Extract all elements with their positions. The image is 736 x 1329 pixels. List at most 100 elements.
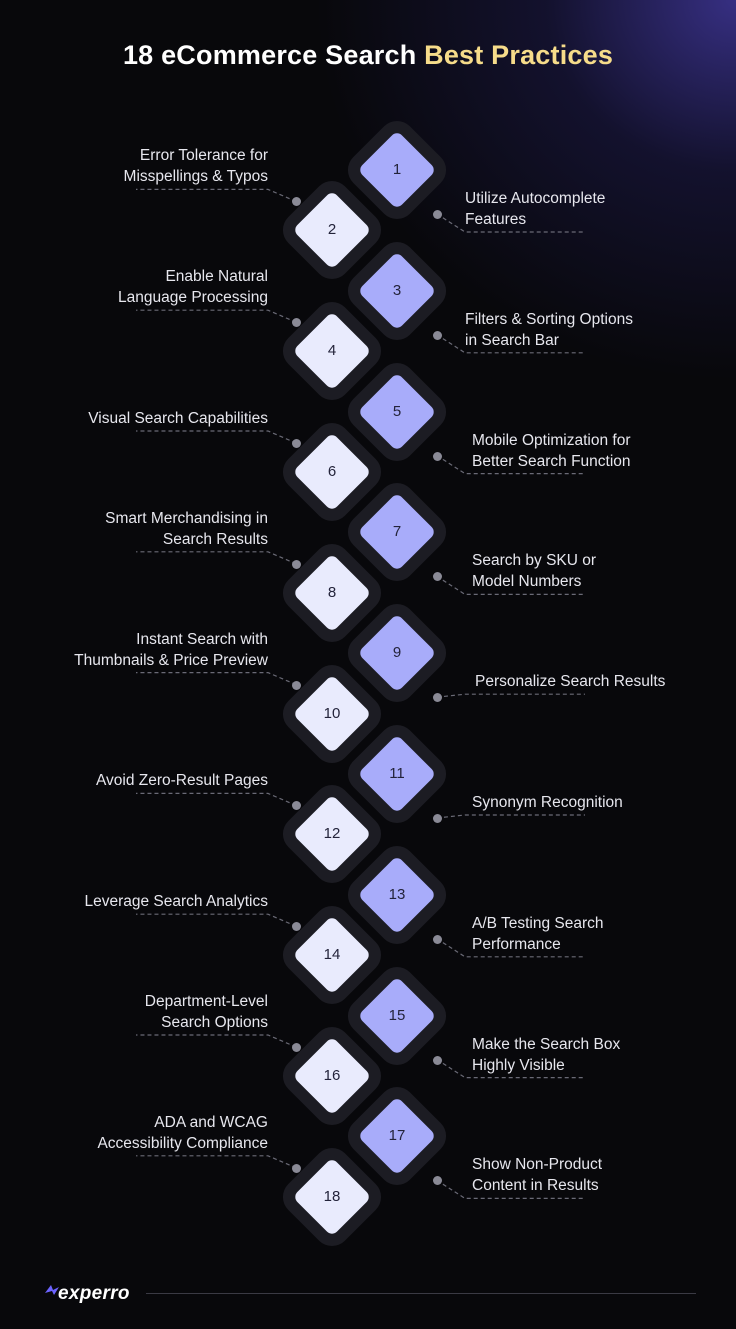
label-line: Features xyxy=(465,211,527,228)
label-line: ADA and WCAG xyxy=(154,1113,268,1131)
connector-dot xyxy=(292,1043,301,1052)
connector-dot xyxy=(433,1176,442,1186)
step-number: 12 xyxy=(323,825,341,843)
connector-dot xyxy=(292,318,301,328)
label-line: Filters & Sorting Options xyxy=(465,310,633,328)
step-number: 3 xyxy=(392,281,402,299)
step-number: 9 xyxy=(392,644,402,662)
connector-dot xyxy=(433,572,442,582)
label-line: Search Results xyxy=(162,530,268,548)
label-line: Better Search Function xyxy=(472,452,631,470)
footer-divider xyxy=(146,1293,696,1294)
title-prefix: 18 eCommerce Search xyxy=(122,40,425,70)
connector-dot xyxy=(433,693,442,703)
label-line: Make the Search Box xyxy=(472,1035,621,1053)
step-number: 10 xyxy=(323,704,341,722)
connector-dot xyxy=(433,814,442,823)
brand-name: experro xyxy=(58,1283,130,1304)
label-line: Enable Natural xyxy=(165,268,268,286)
label-line: Avoid Zero-Result Pages xyxy=(95,772,268,790)
step-number: 18 xyxy=(323,1187,341,1205)
connector-line xyxy=(136,1034,297,1048)
step-number: 17 xyxy=(388,1127,406,1145)
connector-dot xyxy=(433,451,442,461)
step-label-6: Visual Search Capabilities xyxy=(88,408,268,429)
connector-line xyxy=(436,1179,585,1200)
step-label-11: Synonym Recognition xyxy=(472,792,623,813)
step-number: 16 xyxy=(323,1067,341,1084)
label-line: A/B Testing Search xyxy=(472,914,604,932)
step-label-9: Personalize Search Results xyxy=(475,671,665,692)
step-number: 13 xyxy=(388,885,406,903)
connector-line xyxy=(436,693,585,698)
label-line: Highly Visible xyxy=(472,1056,565,1074)
step-number: 4 xyxy=(327,342,337,360)
step-label-3: Filters & Sorting Options in Search Bar xyxy=(465,309,633,351)
connector-dot xyxy=(292,439,301,448)
page-title: 18 eCommerce Search Best Practices xyxy=(0,40,736,71)
label-line: Language Processing xyxy=(118,289,268,307)
step-number: 14 xyxy=(323,946,341,964)
label-line: Synonym Recognition xyxy=(472,794,623,811)
connector-line xyxy=(436,1059,585,1079)
connector-line xyxy=(136,430,297,444)
connector-dot xyxy=(292,922,301,932)
connector-dot xyxy=(433,330,442,340)
label-line: Personalize Search Results xyxy=(475,673,666,691)
step-number: 5 xyxy=(392,402,402,420)
step-label-8: Smart Merchandising in Search Results xyxy=(105,508,268,550)
label-line: Smart Merchandising in xyxy=(105,509,268,527)
label-line: Thumbnails & Price Preview xyxy=(74,651,268,669)
step-number: 1 xyxy=(392,161,402,178)
connector-line xyxy=(136,671,297,686)
label-line: Search by SKU or xyxy=(472,552,597,570)
connector-line xyxy=(436,938,585,958)
label-line: Show Non-Product xyxy=(472,1156,603,1174)
connector-line xyxy=(136,913,297,927)
label-line: Error Tolerance for xyxy=(139,147,268,165)
label-line: Leverage Search Analytics xyxy=(84,893,268,911)
experro-logo-icon xyxy=(45,1285,59,1295)
connector-dot xyxy=(292,801,301,811)
connector-line xyxy=(436,814,585,819)
label-line: Department-Level xyxy=(144,993,268,1010)
connector-line xyxy=(436,334,585,354)
connector-line xyxy=(436,455,585,475)
label-line: Content in Results xyxy=(472,1177,599,1195)
footer-brand: experro xyxy=(44,1283,130,1305)
label-line: Utilize Autocomplete xyxy=(465,190,606,207)
step-number: 8 xyxy=(327,583,337,601)
connector-dot xyxy=(292,680,301,690)
connector-line xyxy=(136,792,297,806)
step-label-14: Leverage Search Analytics xyxy=(84,891,268,912)
connector-line xyxy=(136,1155,297,1169)
label-line: Model Numbers xyxy=(472,573,582,591)
connector-dot xyxy=(433,1055,442,1065)
step-number: 2 xyxy=(327,221,337,239)
label-line: in Search Bar xyxy=(465,331,559,349)
connector-line xyxy=(136,309,297,323)
step-label-12: Avoid Zero-Result Pages xyxy=(96,770,268,791)
connector-line xyxy=(436,575,585,596)
label-line: Performance xyxy=(472,935,561,953)
step-number: 7 xyxy=(392,523,402,541)
connector-dot xyxy=(433,210,442,219)
label-line: Mobile Optimization for xyxy=(472,431,631,449)
label-line: Instant Search with xyxy=(136,630,268,648)
connector-dot xyxy=(292,559,301,569)
step-number: 11 xyxy=(389,765,405,782)
title-highlight: Best Practices xyxy=(424,40,614,70)
connector-dot xyxy=(433,934,442,944)
